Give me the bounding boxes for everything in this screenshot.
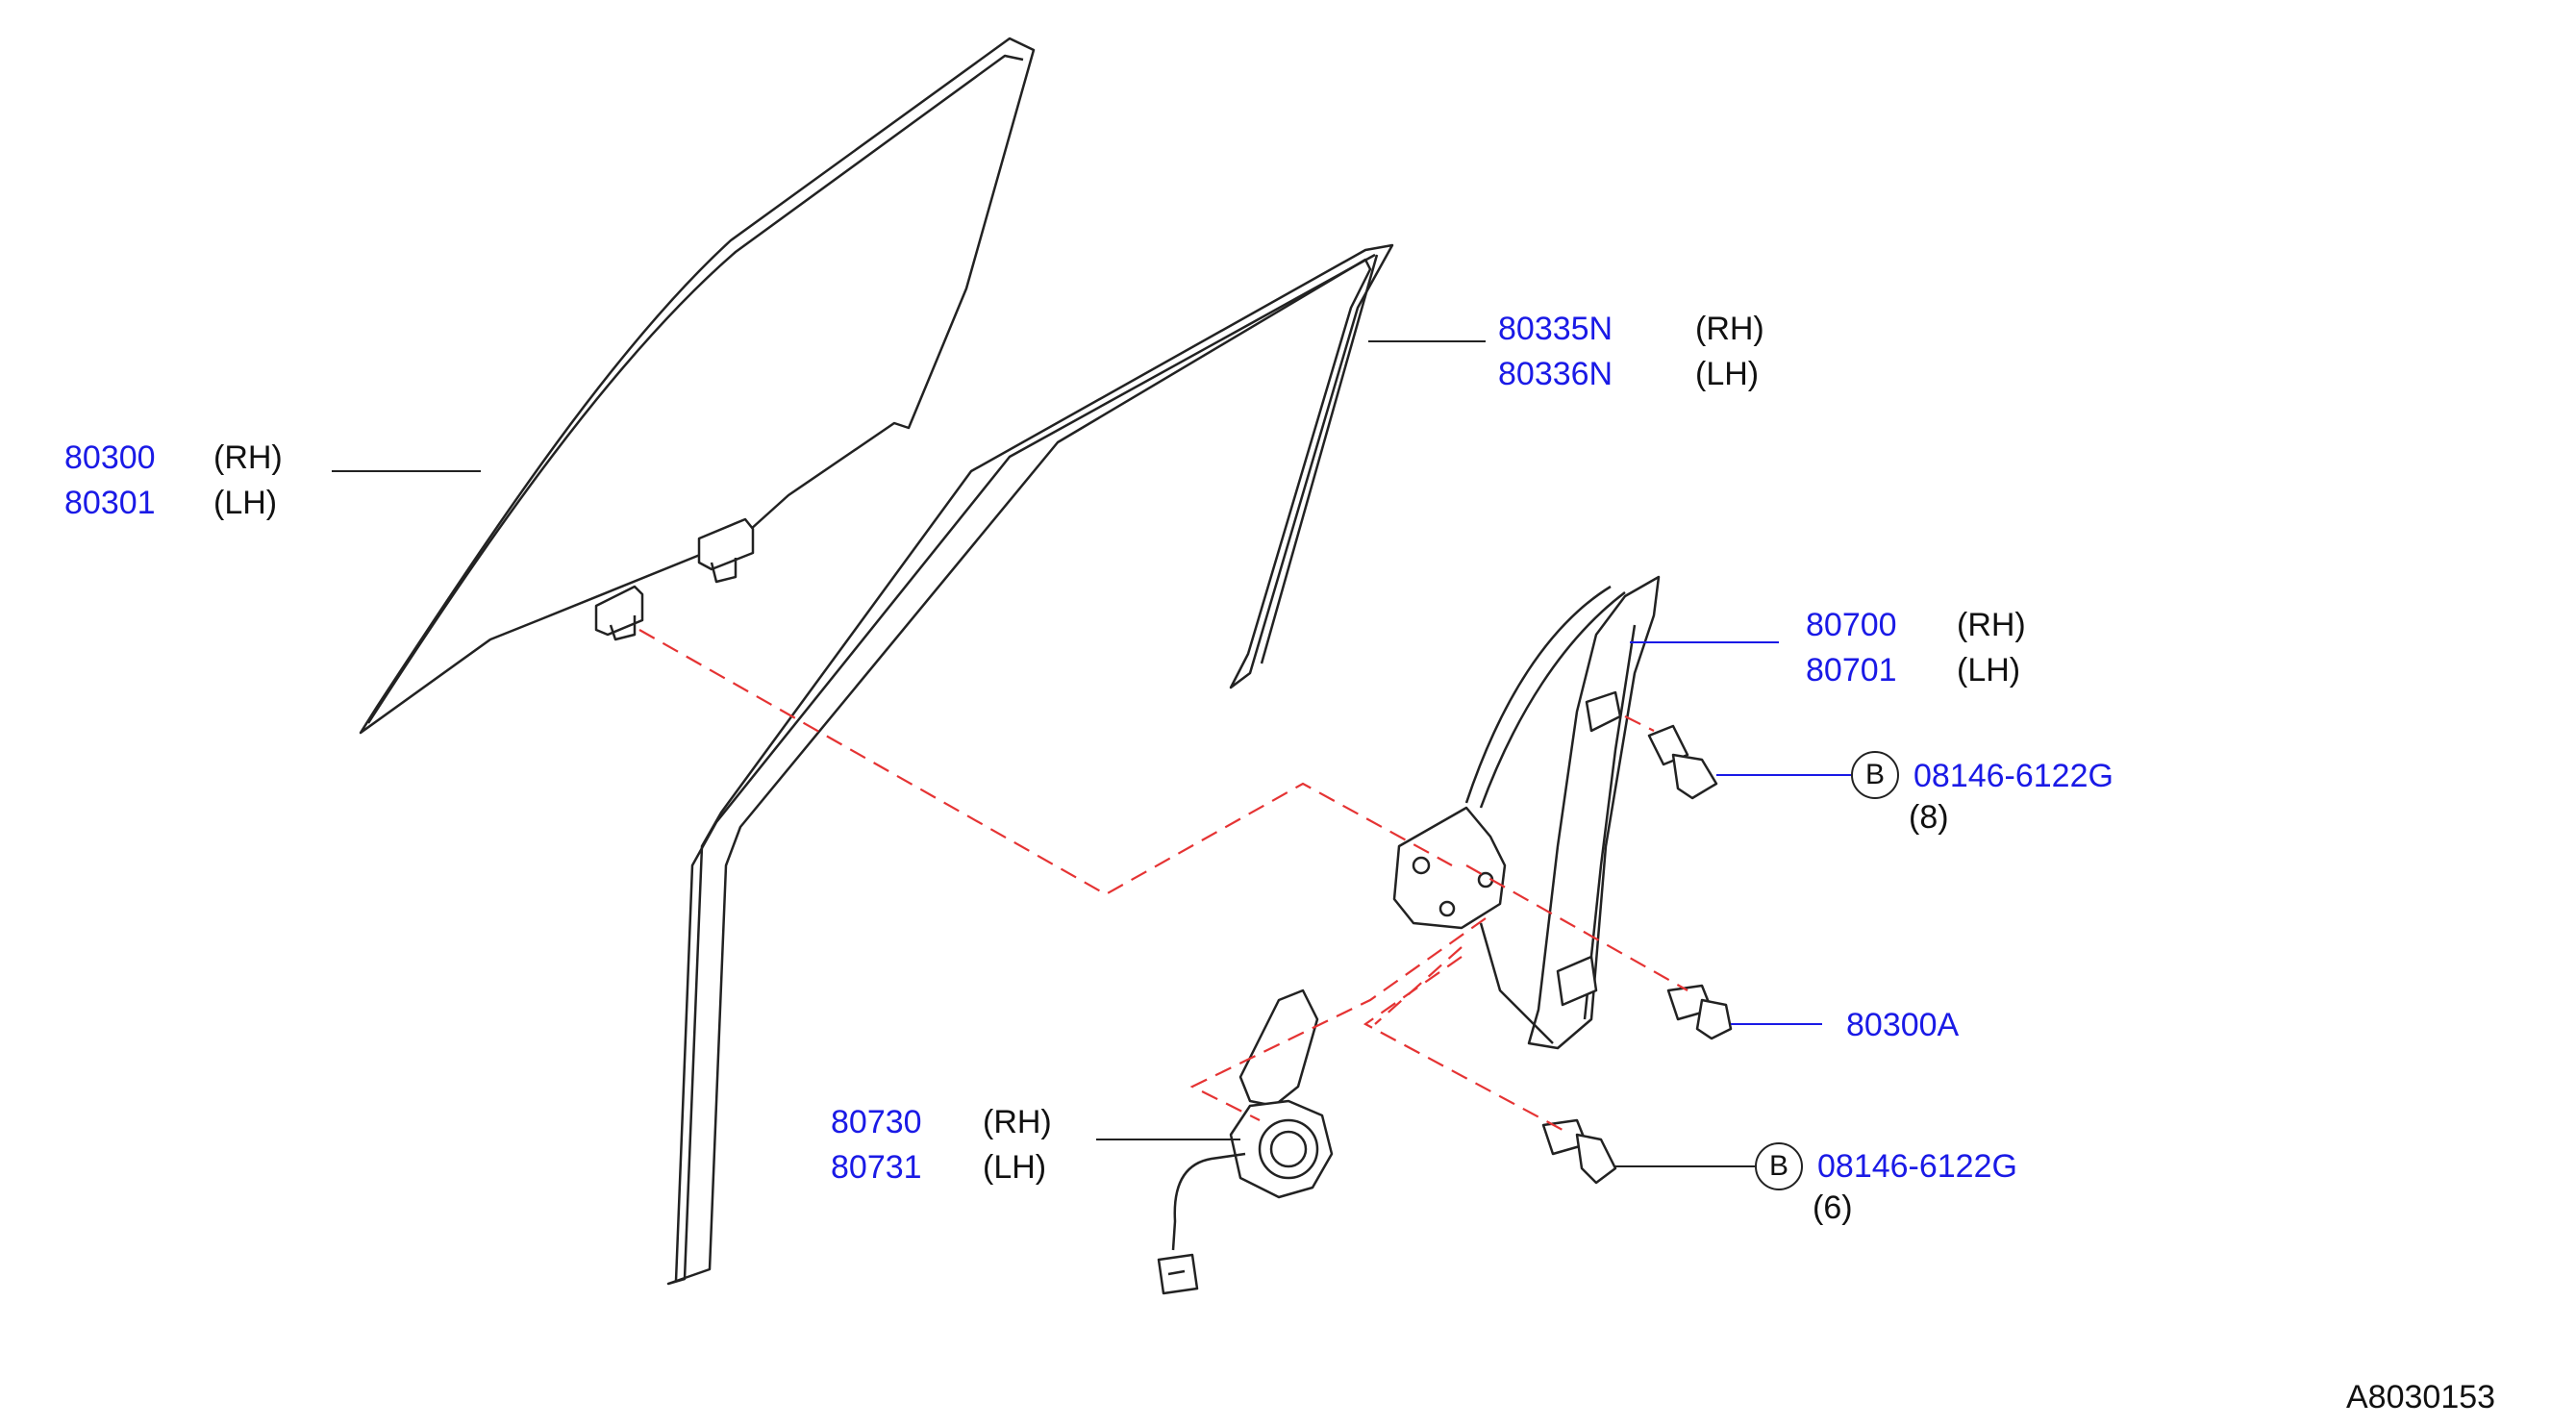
glass-part-lh[interactable]: 80301 — [64, 485, 156, 521]
glass-part-rh[interactable]: 80300 — [64, 439, 156, 476]
motor-side-rh: (RH) — [983, 1104, 1052, 1140]
bolt-lower-marker: B — [1755, 1142, 1803, 1190]
window-regulator-drawing — [1392, 575, 1661, 1050]
leader-lines — [332, 340, 1851, 1167]
regulator-side-rh: (RH) — [1957, 607, 2026, 643]
bolt-lower-drawing — [1541, 1118, 1617, 1185]
diagram-code: A8030153 — [2346, 1379, 2496, 1415]
bolt-upper-qty: (8) — [1909, 799, 1949, 836]
regulator-part-rh[interactable]: 80700 — [1806, 607, 1897, 643]
bolt-lower-part[interactable]: 08146-6122G — [1817, 1148, 2017, 1185]
regulator-side-lh: (LH) — [1957, 652, 2021, 688]
glass-side-lh: (LH) — [213, 485, 278, 521]
run-channel-side-rh: (RH) — [1695, 311, 1764, 347]
bolt-lower-qty: (6) — [1813, 1189, 1853, 1226]
bolt-upper-drawing — [1647, 724, 1718, 800]
motor-part-rh[interactable]: 80730 — [831, 1104, 922, 1140]
motor-side-lh: (LH) — [983, 1149, 1047, 1186]
glass-side-rh: (RH) — [213, 439, 283, 476]
bolt-glass-drawing — [1666, 984, 1733, 1040]
dashed-assembly-lines — [638, 629, 1688, 1131]
run-channel-drawing — [666, 243, 1394, 1286]
regulator-part-lh[interactable]: 80701 — [1806, 652, 1897, 688]
run-channel-side-lh: (LH) — [1695, 356, 1760, 392]
run-channel-part-lh[interactable]: 80336N — [1498, 356, 1613, 392]
run-channel-part-rh[interactable]: 80335N — [1498, 311, 1613, 347]
motor-part-lh[interactable]: 80731 — [831, 1149, 922, 1186]
regulator-motor-drawing — [1157, 989, 1334, 1295]
door-glass-drawing — [359, 37, 1036, 735]
bolt-upper-marker: B — [1851, 751, 1899, 799]
bolt-glass-part[interactable]: 80300A — [1846, 1007, 1960, 1043]
bolt-upper-part[interactable]: 08146-6122G — [1913, 758, 2113, 794]
